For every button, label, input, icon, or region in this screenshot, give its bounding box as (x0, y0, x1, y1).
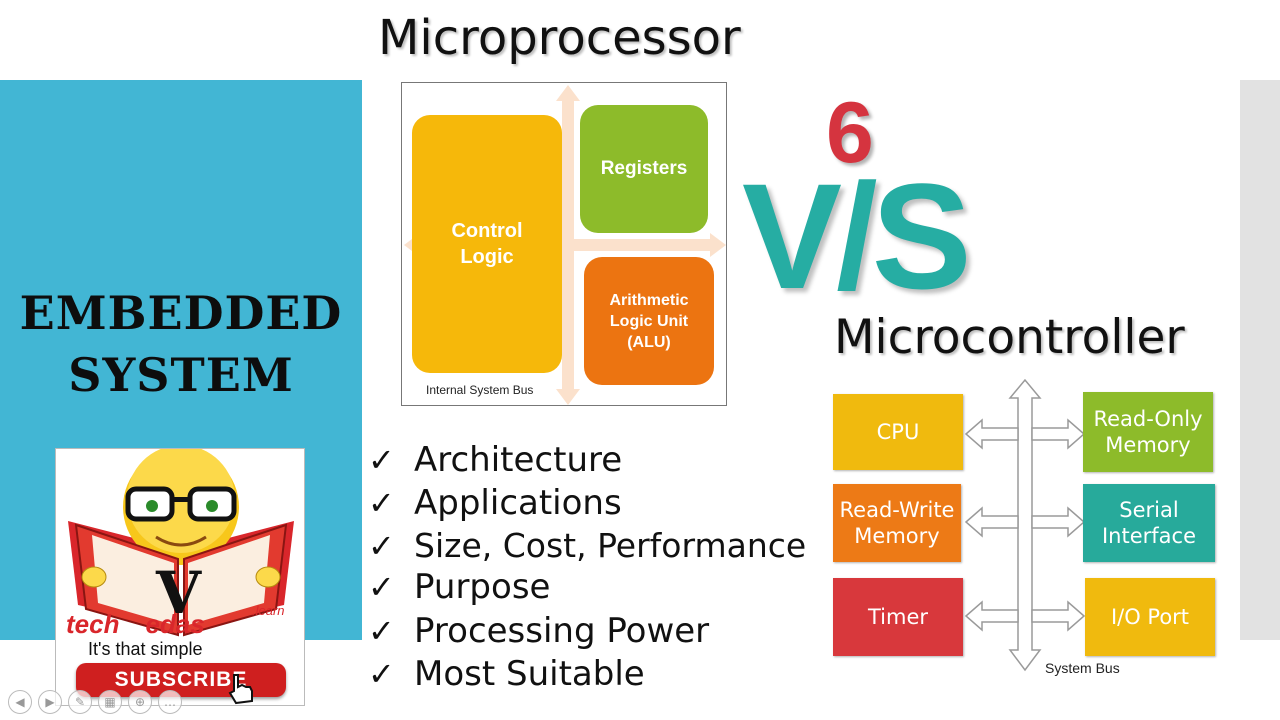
check-icon: ✓ (368, 441, 395, 479)
checklist-item: ✓ Size, Cost, Performance (368, 526, 806, 566)
read-only-memory-block: Read-Only Memory (1083, 392, 1213, 472)
cpu-block: CPU (833, 394, 963, 470)
checklist-item-label: Most Suitable (414, 654, 645, 694)
embedded-line: EMBEDDED (19, 286, 343, 340)
system-bus-label: System Bus (1045, 660, 1120, 676)
check-icon: ✓ (368, 527, 395, 565)
microprocessor-diagram: Control Logic Registers Arithmetic Logic… (401, 82, 727, 406)
check-icon: ✓ (368, 568, 395, 606)
checklist-item-label: Purpose (414, 567, 551, 607)
logo-brand-tech: tech (66, 609, 120, 639)
registers-block: Registers (580, 105, 708, 233)
forward-icon[interactable]: ▶ (38, 690, 62, 714)
checklist-item-label: Processing Power (414, 611, 710, 651)
checklist-item: ✓ Processing Power (368, 611, 709, 651)
checklist-item: ✓ Applications (368, 483, 622, 523)
zoom-icon[interactable]: ⊕ (128, 690, 152, 714)
logo-brand: tech edas (66, 609, 205, 640)
right-gray-band (1240, 80, 1280, 640)
embedded-system-title: EMBEDDED SYSTEM (0, 282, 362, 406)
logo-learn: .learn (252, 603, 285, 618)
system-bus-arrows (964, 378, 1086, 672)
control-logic-block: Control Logic (412, 115, 562, 373)
techvedas-logo: V .learn tech edas It's that simple SUBSC… (55, 448, 305, 706)
pen-icon[interactable]: ✎ (68, 690, 92, 714)
check-icon: ✓ (368, 655, 395, 693)
check-icon: ✓ (368, 484, 395, 522)
logo-v-letter: V (156, 559, 202, 627)
alu-block: Arithmetic Logic Unit (ALU) (584, 257, 714, 385)
check-icon: ✓ (368, 612, 395, 650)
serial-interface-block: Serial Interface (1083, 484, 1215, 562)
timer-block: Timer (833, 578, 963, 656)
subscribe-label: SUBSCRIBE (114, 668, 248, 691)
back-icon[interactable]: ◀ (8, 690, 32, 714)
checklist-item: ✓ Most Suitable (368, 654, 645, 694)
smiley-reading-book-icon (68, 449, 294, 637)
checklist-item-label: Architecture (414, 440, 623, 480)
system-line: SYSTEM (68, 348, 294, 402)
checklist-item: ✓ Purpose (368, 567, 550, 607)
internal-bus-label: Internal System Bus (426, 383, 534, 397)
versus-text: V/S (742, 152, 972, 320)
checklist-item-label: Size, Cost, Performance (414, 526, 807, 565)
checklist-item-label: Applications (414, 483, 622, 523)
slide-navigation: ◀▶✎▦⊕… (8, 690, 188, 714)
microcontroller-title: Microcontroller (834, 310, 1185, 365)
logo-brand-edas: edas (145, 609, 205, 639)
more-icon[interactable]: … (158, 690, 182, 714)
logo-tagline: It's that simple (88, 639, 203, 659)
episode-number: 6 (826, 85, 874, 181)
io-port-block: I/O Port (1085, 578, 1215, 656)
hand-cursor-icon (228, 674, 253, 705)
checklist-item: ✓ Architecture (368, 440, 622, 480)
microprocessor-title: Microprocessor (378, 10, 741, 66)
slides-icon[interactable]: ▦ (98, 690, 122, 714)
read-write-memory-block: Read-Write Memory (833, 484, 961, 562)
